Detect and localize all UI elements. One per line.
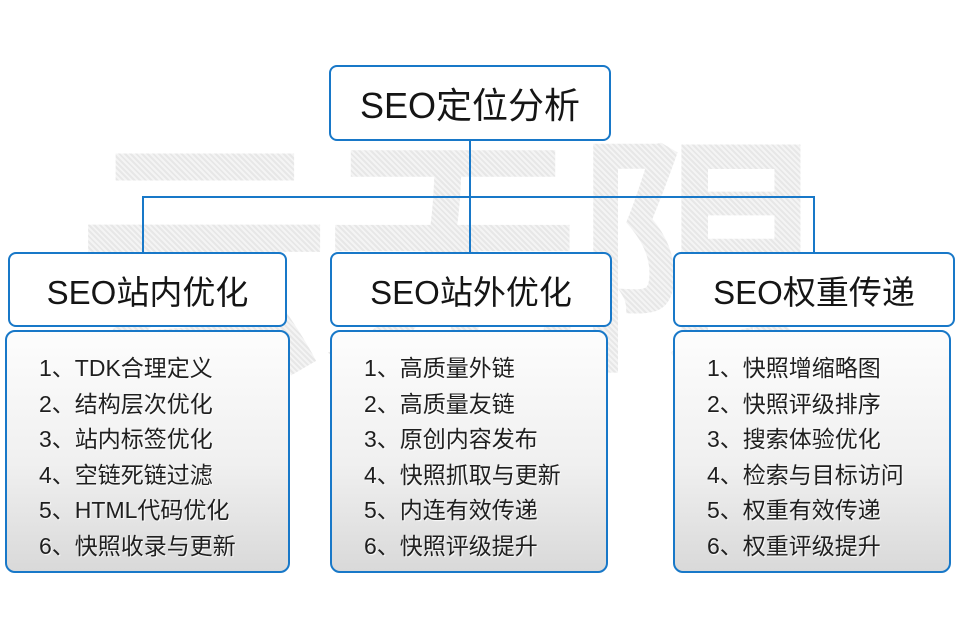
root-node: SEO定位分析 [329,65,611,141]
list-item: 1、TDK合理定义 [39,355,213,381]
list-item: 2、结构层次优化 [39,390,213,417]
connector-stem [469,139,471,196]
connector-drop-center [469,196,471,252]
list-item: 4、空链死链过滤 [39,461,213,488]
list-item: 4、快照抓取与更新 [364,461,561,488]
list-item: 4、检索与目标访问 [707,461,904,488]
node-offsite-header: SEO站外优化 [330,252,612,327]
list-item: 5、权重有效传递 [707,497,881,523]
list-item: 1、高质量外链 [364,355,515,381]
root-node-label: SEO定位分析 [359,85,581,126]
connector-drop-right [813,196,815,252]
panel-weight-items: 1、快照增缩略图 2、快照评级排序 3、搜索体验优化 4、检索与目标访问 5、权… [673,330,951,573]
node-onsite-header: SEO站内优化 [8,252,287,327]
panel-onsite-items: 1、TDK合理定义 2、结构层次优化 3、站内标签优化 4、空链死链过滤 5、H… [5,330,290,573]
list-item: 2、高质量友链 [364,390,515,417]
panel-offsite-items: 1、高质量外链 2、高质量友链 3、原创内容发布 4、快照抓取与更新 5、内连有… [330,330,608,573]
list-item: 2、快照评级排序 [707,390,881,417]
node-offsite-label: SEO站外优化 [370,273,572,311]
list-item: 1、快照增缩略图 [707,355,881,381]
connector-rail [142,196,815,198]
list-item: 3、站内标签优化 [39,426,213,452]
connector-drop-left [142,196,144,252]
list-item: 3、搜索体验优化 [707,426,881,452]
node-weight-header: SEO权重传递 [673,252,955,327]
list-item: 5、HTML代码优化 [39,497,230,523]
node-onsite-label: SEO站内优化 [46,273,249,311]
list-item: 3、原创内容发布 [364,426,538,452]
list-item: 5、内连有效传递 [364,497,538,523]
node-weight-label: SEO权重传递 [713,273,915,311]
list-item: 6、快照评级提升 [364,532,538,559]
list-item: 6、权重评级提升 [707,532,881,559]
list-item: 6、快照收录与更新 [39,532,236,559]
